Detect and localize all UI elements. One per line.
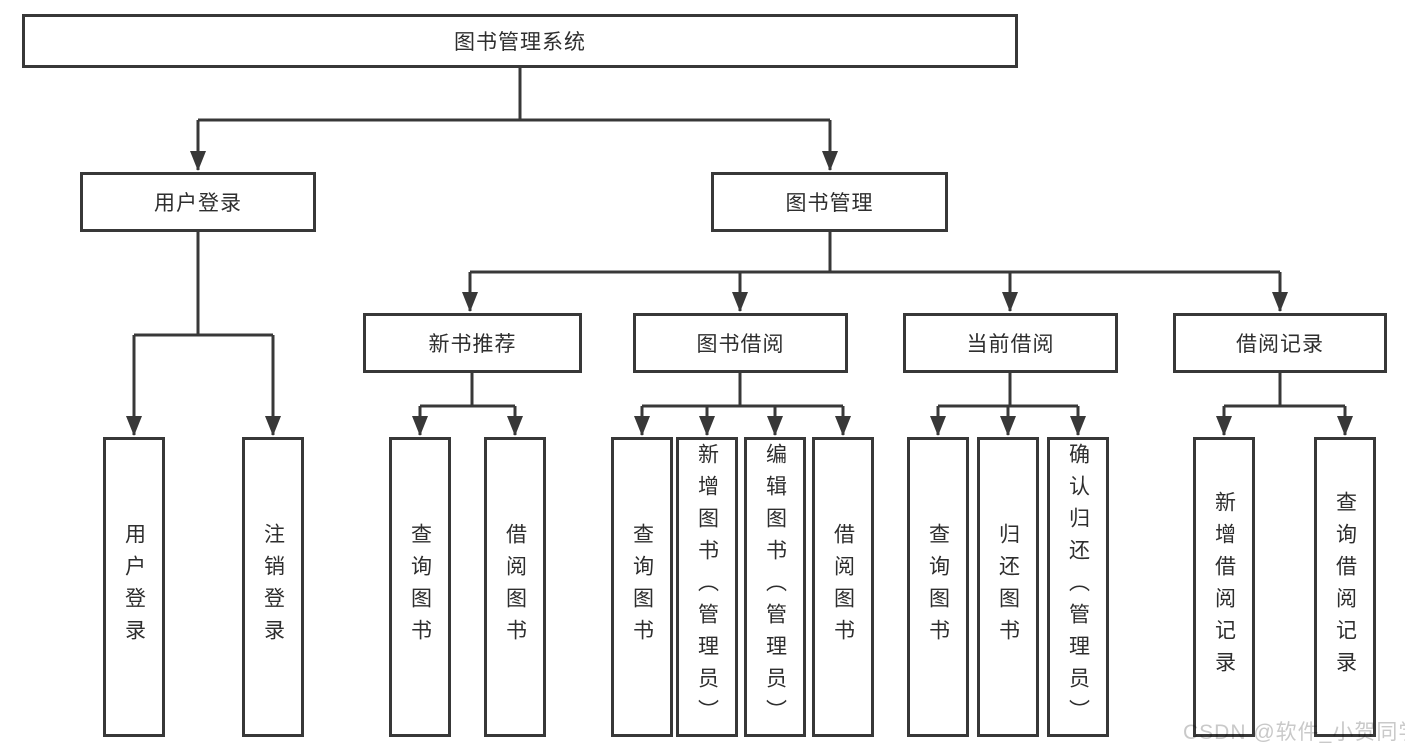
leaf-query-books-borrowing-label: 查询图书 — [630, 523, 654, 651]
leaf-add-books-admin: 新增图书（管理员） — [676, 437, 738, 737]
node-book-management: 图书管理 — [711, 172, 948, 232]
leaf-add-books-admin-label: 新增图书（管理员） — [695, 443, 719, 731]
node-new-book-recommendation-label: 新书推荐 — [428, 333, 517, 356]
node-user-login: 用户登录 — [80, 172, 316, 232]
leaf-confirm-return-admin: 确认归还（管理员） — [1047, 437, 1109, 737]
node-current-borrowing: 当前借阅 — [903, 313, 1118, 373]
node-user-login-label: 用户登录 — [154, 192, 242, 215]
leaf-query-books-recommend: 查询图书 — [389, 437, 451, 737]
leaf-logout-login-label: 注销登录 — [261, 523, 285, 651]
leaf-query-books-borrowing: 查询图书 — [611, 437, 673, 737]
leaf-return-books-label: 归还图书 — [996, 523, 1020, 651]
node-root: 图书管理系统 — [22, 14, 1018, 68]
node-borrowing-records: 借阅记录 — [1173, 313, 1387, 373]
node-borrowing-records-label: 借阅记录 — [1236, 333, 1324, 356]
leaf-query-borrow-record-label: 查询借阅记录 — [1333, 491, 1357, 683]
leaf-return-books: 归还图书 — [977, 437, 1039, 737]
watermark: CSDN @软件_小贺同学 — [1183, 721, 1405, 744]
leaf-borrow-books-recommend-label: 借阅图书 — [503, 523, 527, 651]
leaf-query-borrow-record: 查询借阅记录 — [1314, 437, 1376, 737]
leaf-query-books-current-label: 查询图书 — [926, 523, 950, 651]
leaf-logout-login: 注销登录 — [242, 437, 304, 737]
leaf-borrow-books-recommend: 借阅图书 — [484, 437, 546, 737]
node-new-book-recommendation: 新书推荐 — [363, 313, 582, 373]
leaf-user-login-label: 用户登录 — [122, 523, 146, 651]
node-book-borrowing: 图书借阅 — [633, 313, 848, 373]
leaf-confirm-return-admin-label: 确认归还（管理员） — [1066, 443, 1090, 731]
leaf-query-books-current: 查询图书 — [907, 437, 969, 737]
node-book-management-label: 图书管理 — [785, 192, 874, 215]
node-root-label: 图书管理系统 — [454, 31, 586, 54]
leaf-add-borrow-record-label: 新增借阅记录 — [1212, 491, 1236, 683]
node-current-borrowing-label: 当前借阅 — [966, 333, 1055, 356]
leaf-borrow-books: 借阅图书 — [812, 437, 874, 737]
leaf-edit-books-admin-label: 编辑图书（管理员） — [763, 443, 787, 731]
leaf-add-borrow-record: 新增借阅记录 — [1193, 437, 1255, 737]
leaf-edit-books-admin: 编辑图书（管理员） — [744, 437, 806, 737]
leaf-borrow-books-label: 借阅图书 — [831, 523, 855, 651]
leaf-query-books-recommend-label: 查询图书 — [408, 523, 432, 651]
leaf-user-login: 用户登录 — [103, 437, 165, 737]
node-book-borrowing-label: 图书借阅 — [696, 333, 785, 356]
